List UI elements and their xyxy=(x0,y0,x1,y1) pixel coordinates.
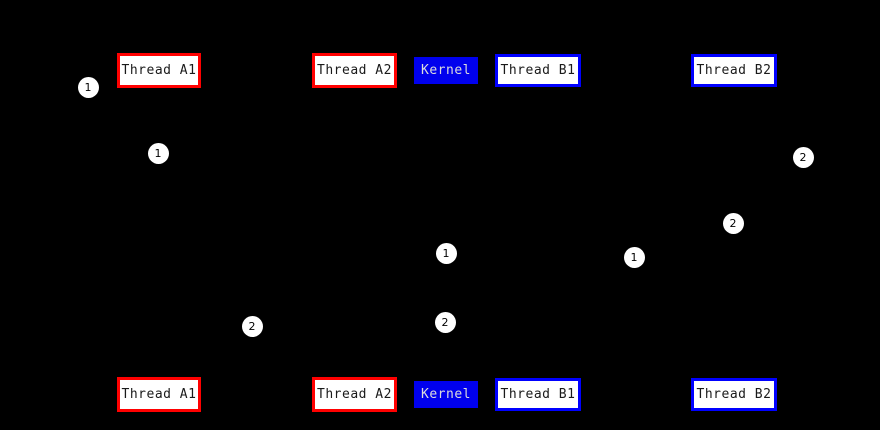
badge-1-d: 1 xyxy=(623,246,645,268)
badge-number: 2 xyxy=(248,319,256,333)
participant-thread-b2-footer[interactable]: Thread B2 xyxy=(691,378,777,411)
thread-b2-label: Thread B2 xyxy=(696,63,772,78)
participant-kernel[interactable]: Kernel xyxy=(414,57,478,84)
badge-2-d: 2 xyxy=(434,311,456,333)
badge-number: 1 xyxy=(84,80,92,94)
thread-a1-footer-label: Thread A1 xyxy=(121,387,197,402)
badge-2-b: 2 xyxy=(722,212,744,234)
msg-4 xyxy=(158,309,446,341)
msg-2 xyxy=(445,143,734,253)
badge-number: 1 xyxy=(630,250,638,264)
lifeline-thread-b1 xyxy=(538,87,539,378)
msg-5 xyxy=(445,209,734,322)
participant-thread-a2-footer[interactable]: Thread A2 xyxy=(312,377,397,412)
badge-number: 1 xyxy=(154,146,162,160)
badge-number: 1 xyxy=(442,246,450,260)
thread-a2-footer-label: Thread A2 xyxy=(317,387,392,402)
participant-thread-a1[interactable]: Thread A1 xyxy=(117,53,201,88)
thread-a1-label: Thread A1 xyxy=(121,63,197,78)
thread-b1-label: Thread B1 xyxy=(500,63,576,78)
kernel-footer-label: Kernel xyxy=(421,387,471,402)
thread-b1-footer-label: Thread B1 xyxy=(500,387,576,402)
badge-number: 2 xyxy=(441,315,449,329)
badge-2-a: 2 xyxy=(792,146,814,168)
participant-thread-a2[interactable]: Thread A2 xyxy=(312,53,397,88)
lifeline-thread-a1 xyxy=(159,88,160,377)
msg-1 xyxy=(158,140,446,254)
msg-3 xyxy=(445,253,538,263)
badge-1-b: 1 xyxy=(147,142,169,164)
participant-thread-a1-footer[interactable]: Thread A1 xyxy=(117,377,201,412)
badge-2-c: 2 xyxy=(241,315,263,337)
badge-1-c: 1 xyxy=(435,242,457,264)
lifeline-thread-a2 xyxy=(355,88,356,377)
participant-thread-b1[interactable]: Thread B1 xyxy=(495,54,581,87)
lifeline-kernel xyxy=(446,84,447,381)
participant-thread-b2[interactable]: Thread B2 xyxy=(691,54,777,87)
badge-number: 2 xyxy=(729,216,737,230)
participant-kernel-footer[interactable]: Kernel xyxy=(414,381,478,408)
thread-a2-label: Thread A2 xyxy=(317,63,392,78)
badge-number: 2 xyxy=(799,150,807,164)
kernel-label: Kernel xyxy=(421,63,471,78)
thread-b2-footer-label: Thread B2 xyxy=(696,387,772,402)
badge-1-a: 1 xyxy=(77,76,99,98)
participant-thread-b1-footer[interactable]: Thread B1 xyxy=(495,378,581,411)
